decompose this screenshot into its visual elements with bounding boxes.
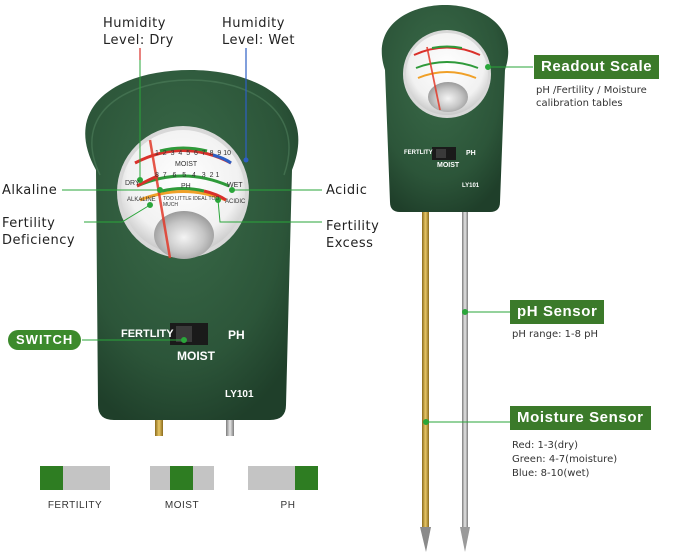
mini-switch-bottom-label: MOIST — [437, 162, 460, 169]
mini-model-label: LY101 — [462, 183, 480, 189]
switch-fertility-label: FERTILITY — [47, 500, 103, 511]
switch-tag: SWITCH — [8, 330, 82, 350]
switch-moist-label: MOIST — [164, 500, 200, 511]
mini-switch-left-label: FERTLITY — [404, 150, 433, 156]
switch-knob — [40, 466, 63, 490]
dry-label: DRY — [125, 180, 140, 187]
readout-scale-tag: Readout Scale — [534, 55, 660, 79]
switch-left-label: FERTLITY — [121, 328, 174, 340]
fertility-dial-labels: TOO LITTLE IDEAL TOO MUCH — [163, 196, 220, 208]
moist-label: MOIST — [175, 161, 198, 168]
ph-scale: 8 7 6 5 4 3 2 1 — [155, 172, 220, 179]
acidic-dial-label: ACIDIC — [225, 199, 246, 205]
moisture-sensor-desc: Red: 1-3(dry)Green: 4-7(moisture)Blue: 8… — [512, 440, 618, 479]
switch-ph-label: PH — [280, 500, 296, 511]
ph-sensor-desc: pH range: 1-8 pH — [512, 329, 599, 340]
wet-label: WET — [227, 182, 243, 189]
switch-knob — [170, 466, 193, 490]
moisture-sensor-tag: Moisture Sensor — [510, 406, 651, 430]
switch-right-label: PH — [228, 328, 245, 342]
callout-acidic: Acidic — [326, 183, 368, 198]
switch-moist-diagram — [150, 466, 214, 490]
ph-label: PH — [181, 183, 191, 190]
switch-bottom-label: MOIST — [177, 349, 215, 363]
moist-scale: 1 2 3 4 5 6 7 8 9 10 — [155, 150, 232, 157]
ph-sensor-tag: pH Sensor — [510, 300, 605, 324]
switch-ph-diagram — [248, 466, 318, 490]
callout-alkaline: Alkaline — [2, 183, 58, 198]
alkaline-dial-label: ALKALINE — [127, 197, 156, 203]
switch-fertility-diagram — [40, 466, 110, 490]
switch-knob — [295, 466, 318, 490]
model-label: LY101 — [225, 389, 254, 400]
mini-switch-right-label: PH — [466, 150, 476, 157]
